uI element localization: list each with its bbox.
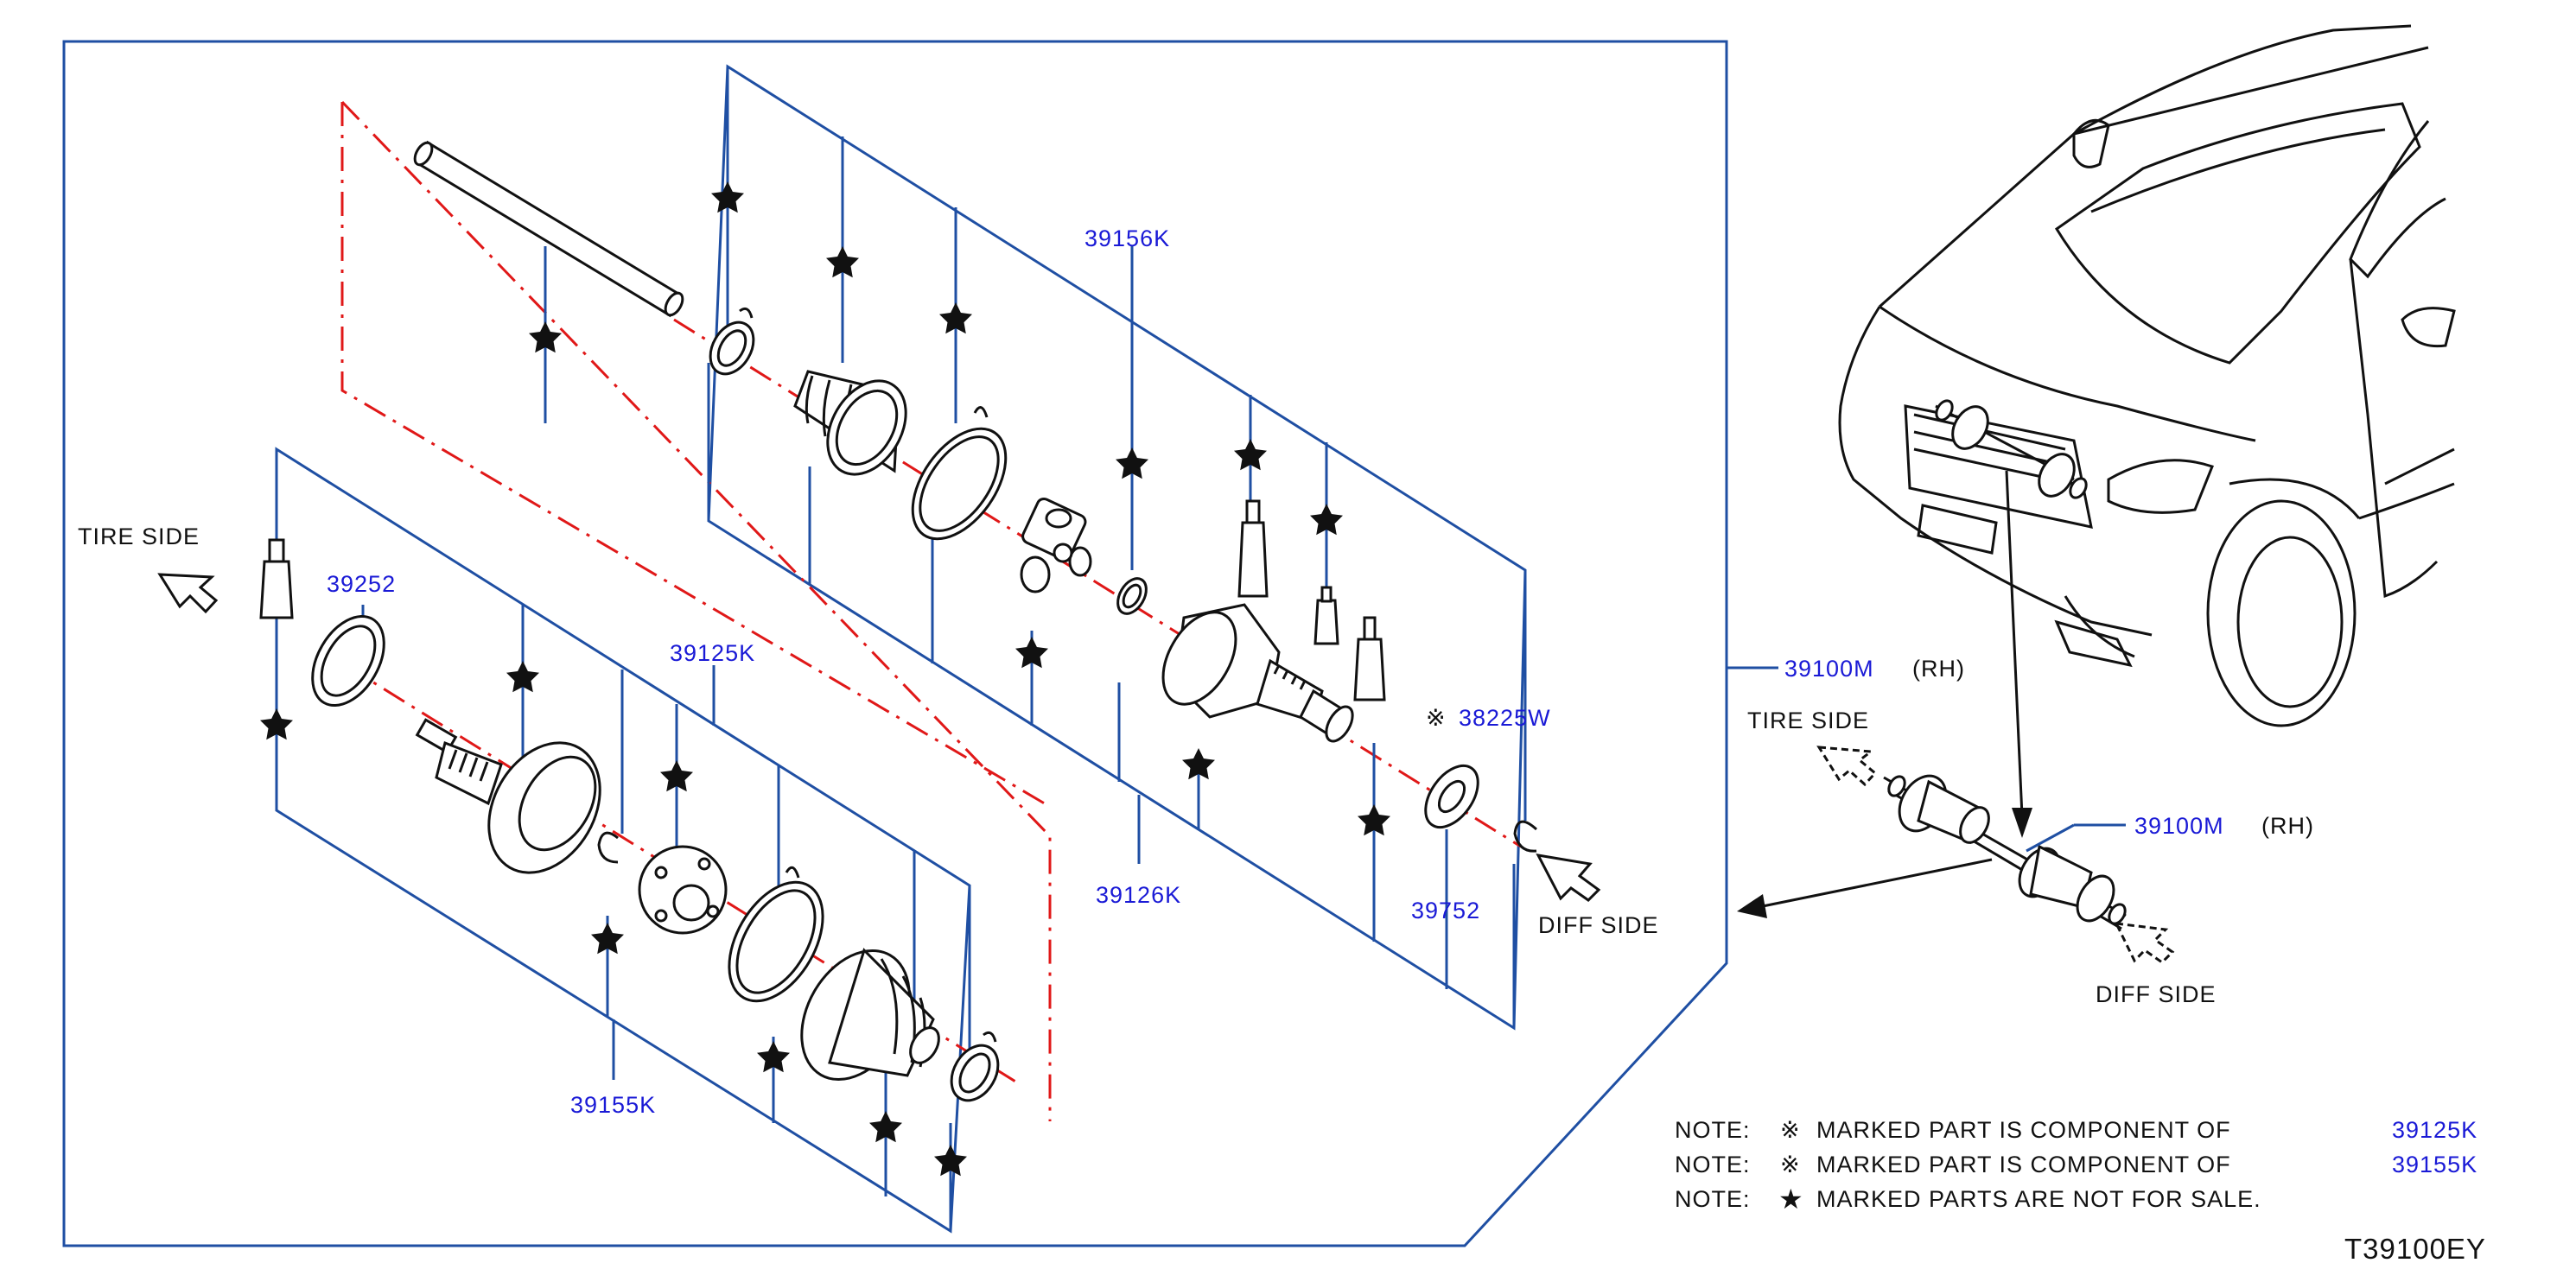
boot-band-clamp-lower-large xyxy=(728,866,824,1003)
slide-joint-housing-part xyxy=(1161,603,1354,743)
note-2-symbol: ※ xyxy=(1780,1152,1801,1177)
lower-shaft-axis xyxy=(340,100,1052,1121)
part-number-39100m-b[interactable]: 39100M xyxy=(2134,813,2224,839)
boot-band-clamp-upper-large xyxy=(911,406,1008,541)
rh-label-b: (RH) xyxy=(2261,813,2314,839)
diff-side-arrow-left xyxy=(1536,854,1601,902)
part-number-38225w[interactable]: 38225W xyxy=(1459,705,1551,731)
boot-lower-part xyxy=(800,948,940,1082)
note-2-ref[interactable]: 39155K xyxy=(2392,1152,2477,1177)
diagram-code: T39100EY xyxy=(2344,1233,2486,1265)
rh-label-a: (RH) xyxy=(1912,656,1965,682)
note-1-prefix: NOTE: xyxy=(1675,1117,1751,1143)
vehicle-illustration xyxy=(1838,24,2456,727)
upper-shaft-part xyxy=(413,140,684,318)
tire-side-label-left: TIRE SIDE xyxy=(78,524,200,549)
note-1-symbol: ※ xyxy=(1780,1117,1801,1143)
upper-shaft-axis xyxy=(340,102,1048,807)
diagram-outer-frame xyxy=(62,40,1728,1247)
dust-shield-39752 xyxy=(1424,764,1479,829)
note-3-prefix: NOTE: xyxy=(1675,1186,1751,1212)
upper-axis-inner xyxy=(673,318,1522,848)
part-number-39125k[interactable]: 39125K xyxy=(670,640,755,666)
part-number-39252[interactable]: 39252 xyxy=(327,571,396,597)
snap-ring-lower xyxy=(597,831,619,864)
boot-band-clamp-lower-small xyxy=(950,1031,1000,1102)
grease-tubes-upper xyxy=(1237,499,1386,701)
inner-race-part xyxy=(638,845,728,935)
part-number-39156k[interactable]: 39156K xyxy=(1084,225,1170,251)
part-number-39155k[interactable]: 39155K xyxy=(570,1092,656,1118)
dust-shield-39252 xyxy=(311,614,385,708)
tire-side-label-right: TIRE SIDE xyxy=(1747,708,1869,733)
snap-ring-38225w xyxy=(1513,820,1538,853)
part-number-39100m-a[interactable]: 39100M xyxy=(1784,656,1874,682)
pointer-arrows xyxy=(1737,470,2032,918)
fixed-joint-housing-part xyxy=(415,718,601,874)
note-1-ref[interactable]: 39125K xyxy=(2392,1117,2477,1143)
part-number-39126k[interactable]: 39126K xyxy=(1096,882,1181,908)
part-number-39752[interactable]: 39752 xyxy=(1411,898,1480,923)
right-shaft-assembly xyxy=(1883,774,2127,930)
snap-ring-upper xyxy=(1116,577,1148,615)
boot-band-clamp-upper-small xyxy=(709,307,755,376)
note-1-text: MARKED PART IS COMPONENT OF xyxy=(1816,1117,2231,1143)
tire-side-arrow-right xyxy=(1816,746,1878,787)
note-2-prefix: NOTE: xyxy=(1675,1152,1751,1177)
grease-tube-lower xyxy=(259,538,294,619)
diff-side-arrow-right xyxy=(2114,922,2175,964)
note-3-symbol: ★ xyxy=(1778,1184,1804,1215)
note-3-text: MARKED PARTS ARE NOT FOR SALE. xyxy=(1816,1186,2261,1212)
component-mark-icon: ※ xyxy=(1426,705,1447,731)
tire-side-arrow-left xyxy=(157,573,219,614)
diff-side-label-left: DIFF SIDE xyxy=(1538,912,1659,938)
notes-block: NOTE: ※ MARKED PART IS COMPONENT OF 3912… xyxy=(1675,1117,2477,1215)
note-2-text: MARKED PART IS COMPONENT OF xyxy=(1816,1152,2231,1177)
diff-side-label-right: DIFF SIDE xyxy=(2096,981,2217,1007)
boot-upper-part xyxy=(793,370,907,476)
spider-assembly-part xyxy=(1020,497,1092,593)
